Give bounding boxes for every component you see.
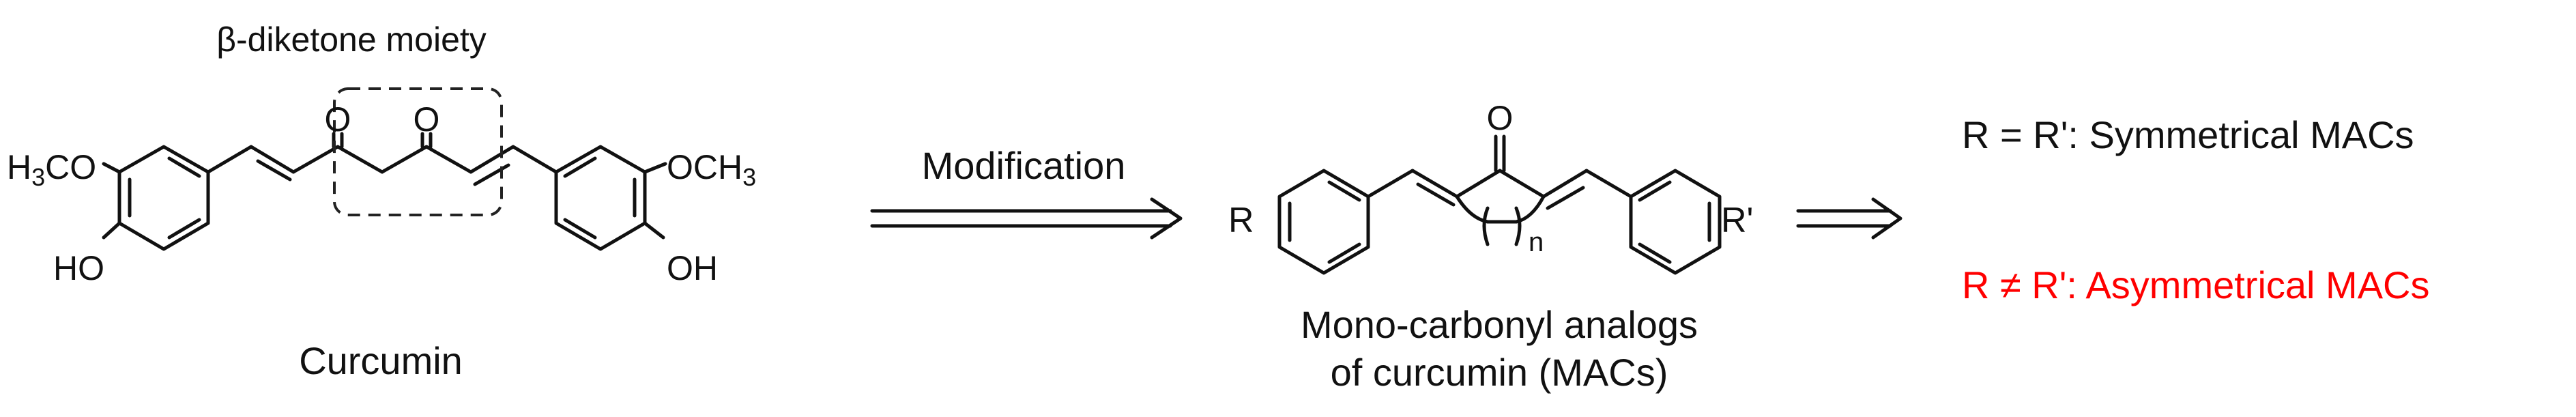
r-left-label: R — [1228, 201, 1254, 240]
mac-right-ring — [1629, 169, 1722, 275]
curcumin-left-ring — [117, 145, 210, 251]
curcumin-right-ring — [554, 145, 647, 251]
moiety-label: β-diketone moiety — [216, 20, 487, 59]
beta-diketone-box — [333, 87, 503, 216]
modification-arrow — [870, 197, 1183, 240]
right-methoxy-label: OCH3 — [667, 148, 756, 191]
mac-structure — [1277, 134, 1722, 275]
symmetric-outcome: R = R': Symmetrical MACs — [1962, 113, 2414, 156]
mac-name-line2: of curcumin (MACs) — [1331, 351, 1668, 394]
ring-index-label: n — [1529, 227, 1544, 257]
left-hydroxy-label: HO — [53, 249, 104, 287]
carbonyl-label-2: O — [414, 100, 440, 139]
asymmetric-outcome: R ≠ R': Asymmetrical MACs — [1962, 263, 2429, 306]
right-hydroxy-label: OH — [667, 249, 718, 287]
curcumin-structure — [102, 87, 667, 251]
mac-name-line1: Mono-carbonyl analogs — [1301, 303, 1698, 346]
modification-label: Modification — [922, 144, 1126, 187]
r-right-label: R' — [1721, 201, 1753, 240]
carbonyl-label-1: O — [325, 100, 351, 139]
mac-carbonyl-label: O — [1487, 99, 1514, 137]
left-methoxy-label: H3CO — [7, 148, 96, 191]
outcome-arrow — [1796, 197, 1902, 240]
mac-left-ring — [1277, 169, 1370, 275]
curcumin-name: Curcumin — [299, 339, 463, 382]
